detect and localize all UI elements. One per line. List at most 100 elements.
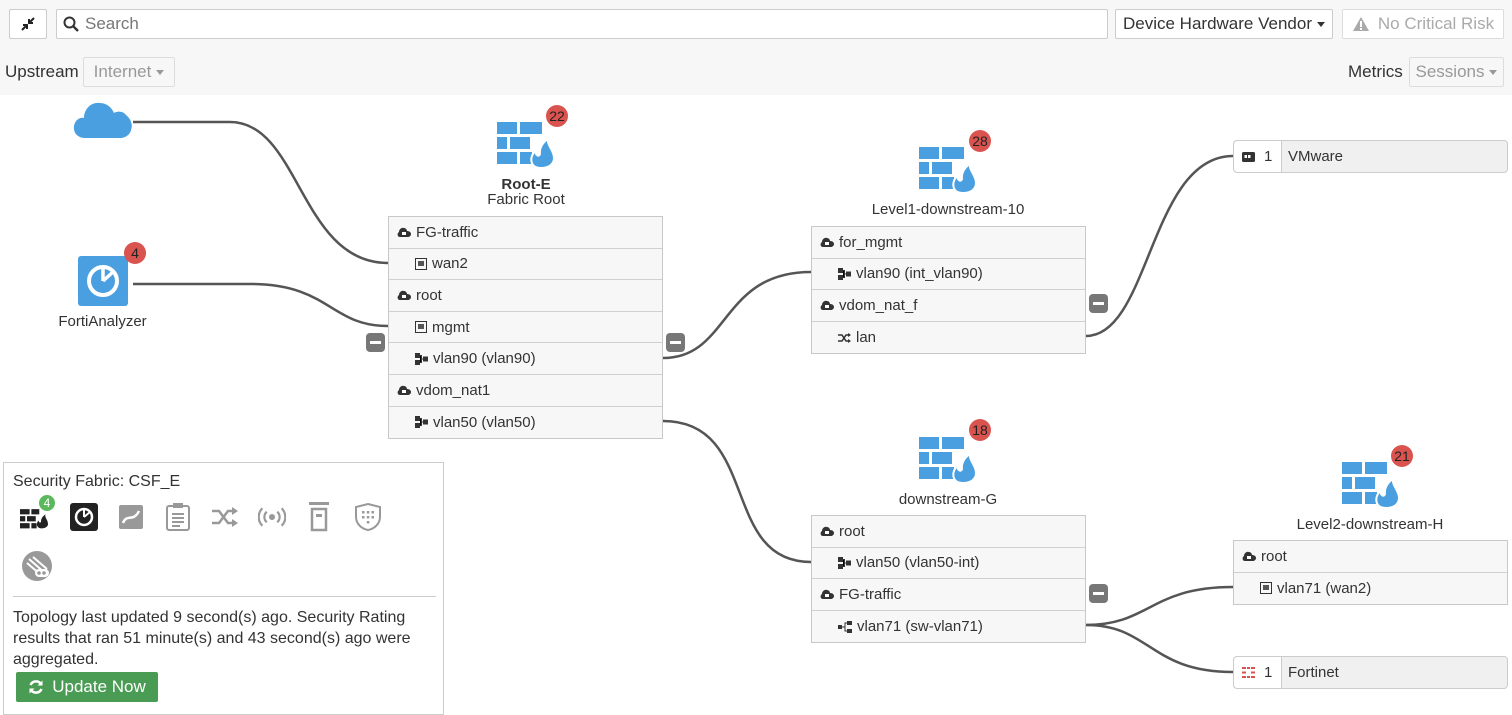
interface-label: wan2 — [432, 255, 468, 273]
vdom-label: root — [1261, 547, 1287, 565]
interface-row[interactable]: wan2 — [389, 249, 662, 281]
endpoint-name: VMware — [1288, 148, 1344, 165]
level1-interface-table: for_mgmt vlan90 (int_vlan90) vdom_nat_f … — [811, 226, 1086, 355]
refresh-icon — [29, 680, 43, 694]
collapse-toggle-downstream-g[interactable] — [1089, 584, 1108, 603]
collapse-toggle-root-upstream[interactable] — [366, 333, 385, 352]
update-now-label: Update Now — [52, 677, 146, 696]
collapse-toggle-root-downstream[interactable] — [666, 333, 685, 352]
level1-alert-badge: 28 — [969, 130, 991, 152]
vlan-icon — [415, 416, 428, 429]
vdom-cloud-icon — [820, 301, 834, 311]
vdom-cloud-icon — [397, 291, 411, 301]
fortigate-downstream-g-icon[interactable] — [919, 437, 978, 487]
fortigate-level1-icon[interactable] — [919, 147, 978, 197]
fortigate-count-badge: 4 — [39, 495, 55, 511]
vdom-label: root — [416, 286, 442, 304]
level2-interface-table: root vlan71 (wan2) — [1233, 540, 1508, 606]
fortigate-level2-icon[interactable] — [1342, 462, 1401, 512]
vlan-icon — [415, 352, 428, 365]
vdom-row[interactable]: FG-traffic — [389, 217, 662, 249]
collapse-toggle-level1[interactable] — [1089, 294, 1108, 313]
interface-label: vlan90 (vlan90) — [433, 350, 536, 368]
topology-status-text: Topology last updated 9 second(s) ago. S… — [13, 609, 411, 668]
interface-row[interactable]: vlan50 (vlan50) — [389, 407, 662, 439]
interface-row[interactable]: vlan90 (vlan90) — [389, 343, 662, 375]
fortiap-legend-icon[interactable] — [258, 503, 286, 531]
interface-row[interactable]: vlan71 (sw-vlan71) — [812, 611, 1085, 643]
level2-device-name: Level2-downstream-H — [1296, 516, 1444, 533]
vdom-label: root — [839, 522, 865, 540]
warning-icon — [1352, 17, 1369, 31]
legend-title: Security Fabric: CSF_E — [13, 473, 181, 490]
device-vendor-dropdown[interactable]: Device Hardware Vendor — [1115, 9, 1333, 39]
internet-cloud-icon[interactable] — [73, 98, 133, 144]
chevron-down-icon — [1489, 69, 1498, 75]
search-box[interactable] — [56, 9, 1108, 39]
endpoint-count-cell: 1 — [1234, 657, 1282, 688]
clipboard-legend-icon[interactable] — [164, 503, 192, 531]
server-icon — [1242, 151, 1255, 162]
interface-row[interactable]: lan — [812, 322, 1085, 354]
fortinac-legend-icon[interactable] — [354, 503, 382, 531]
risk-filter-button[interactable]: No Critical Risk — [1342, 9, 1504, 39]
interface-row[interactable]: vlan90 (int_vlan90) — [812, 259, 1085, 291]
root-alert-badge: 22 — [546, 105, 568, 127]
root-interface-table: FG-traffic wan2 root mgmt vlan90 (vlan90… — [388, 216, 663, 440]
fortigate-legend-icon[interactable] — [20, 503, 48, 531]
chevron-down-icon — [1316, 21, 1325, 27]
fortinet-logo-icon — [1242, 667, 1255, 678]
upstream-dropdown[interactable]: Internet — [83, 57, 175, 87]
switch-icon — [838, 332, 851, 343]
endpoint-count: 1 — [1264, 664, 1273, 681]
interface-label: vlan50 (vlan50) — [433, 413, 536, 431]
vlan-icon — [838, 267, 851, 280]
interface-label: vlan90 (int_vlan90) — [856, 265, 983, 283]
interface-label: vlan50 (vlan50-int) — [856, 554, 980, 572]
vdom-row[interactable]: for_mgmt — [812, 227, 1085, 259]
downstream-g-alert-badge: 18 — [969, 419, 991, 441]
interface-row[interactable]: vlan50 (vlan50-int) — [812, 548, 1085, 580]
update-now-button[interactable]: Update Now — [16, 672, 158, 702]
vdom-cloud-icon — [397, 228, 411, 238]
endpoint-count: 1 — [1264, 148, 1273, 165]
interface-row[interactable]: mgmt — [389, 312, 662, 344]
endpoint-vmware[interactable]: 1 VMware — [1233, 140, 1508, 173]
legend-divider — [13, 596, 436, 597]
endpoint-fortinet[interactable]: 1 Fortinet — [1233, 656, 1508, 689]
collapse-icon — [21, 17, 35, 31]
search-icon — [63, 16, 79, 32]
interface-row[interactable]: vlan71 (wan2) — [1234, 573, 1507, 605]
fortimanager-legend-icon[interactable] — [117, 503, 145, 531]
metrics-value: Sessions — [1415, 62, 1485, 81]
fortiextender-legend-icon[interactable] — [305, 502, 333, 532]
vdom-row[interactable]: root — [812, 516, 1085, 548]
port-icon — [415, 257, 427, 270]
vdom-row[interactable]: root — [389, 280, 662, 312]
search-input[interactable] — [85, 14, 1077, 34]
vdom-row[interactable]: vdom_nat1 — [389, 375, 662, 407]
fortianalyzer-legend-icon[interactable] — [70, 503, 98, 531]
vlan-switch-icon — [838, 620, 852, 633]
metrics-dropdown[interactable]: Sessions — [1409, 57, 1504, 87]
vdom-cloud-icon — [820, 238, 834, 248]
fortianalyzer-icon[interactable] — [78, 256, 128, 310]
upstream-value: Internet — [93, 62, 152, 81]
vdom-row[interactable]: vdom_nat_f — [812, 290, 1085, 322]
interface-label: vlan71 (sw-vlan71) — [857, 618, 983, 636]
fortiswitch-legend-icon[interactable] — [211, 503, 239, 531]
downstream-g-device-name: downstream-G — [898, 491, 998, 508]
vdom-row[interactable]: root — [1234, 541, 1507, 573]
upstream-label: Upstream — [5, 62, 79, 81]
vdom-cloud-icon — [820, 527, 834, 537]
vdom-row[interactable]: FG-traffic — [812, 579, 1085, 611]
collapse-button[interactable] — [9, 9, 47, 39]
port-icon — [415, 321, 427, 334]
risk-filter-label: No Critical Risk — [1377, 14, 1495, 33]
fortigate-root-icon[interactable] — [497, 122, 556, 172]
endpoint-name: Fortinet — [1288, 664, 1339, 681]
vdom-label: FG-traffic — [839, 585, 902, 603]
fortisandbox-legend-icon[interactable] — [20, 549, 54, 583]
root-device-name: Root-E — [501, 176, 551, 193]
topology-toolbar: Device Hardware Vendor No Critical Risk … — [0, 0, 1512, 95]
